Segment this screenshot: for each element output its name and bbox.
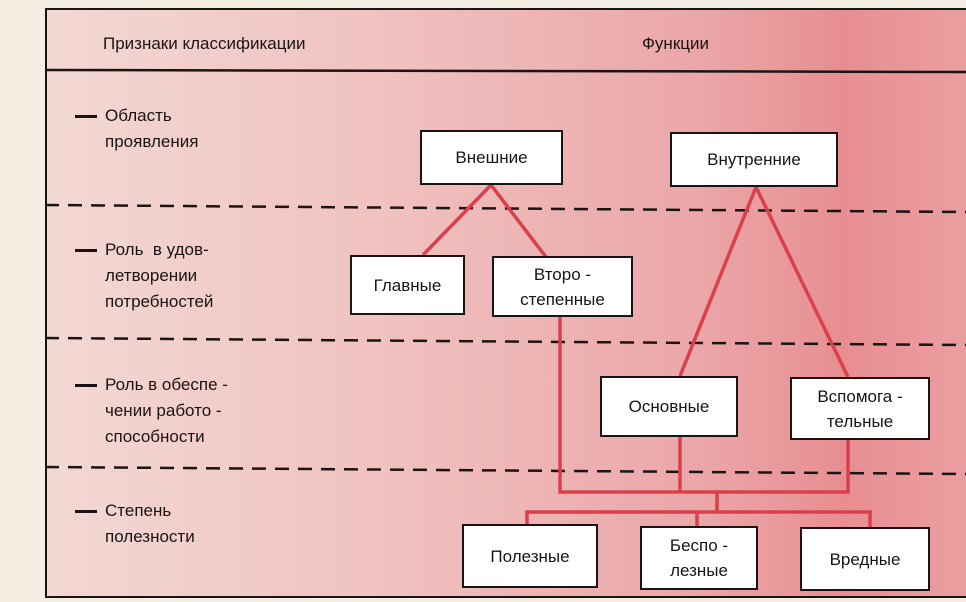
box-basic: Основные <box>600 376 738 437</box>
box-main: Главные <box>350 255 465 315</box>
header-functions: Функции <box>642 34 709 53</box>
box-secondary: Второ - степенные <box>492 256 633 317</box>
dash-icon <box>75 510 97 513</box>
box-useful: Полезные <box>462 524 598 588</box>
box-external: Внешние <box>420 130 563 185</box>
dash-icon <box>75 249 97 252</box>
header-criteria: Признаки классификации <box>103 34 306 53</box>
row-divider <box>44 465 966 476</box>
link <box>489 183 548 259</box>
row-divider <box>44 203 966 214</box>
box-internal: Внутренние <box>670 132 838 187</box>
box-harmful: Вредные <box>800 527 930 591</box>
criterion-needs: Роль в удов- летворении потребностей <box>75 237 213 315</box>
link <box>678 186 758 377</box>
box-useless: Беспо - лезные <box>640 526 758 590</box>
criterion-usefulness: Степень полезности <box>75 498 195 550</box>
link <box>754 186 850 378</box>
criterion-area: Область проявления <box>75 103 198 155</box>
box-auxiliary: Вспомога - тельные <box>790 377 930 440</box>
dash-icon <box>75 384 97 387</box>
link <box>421 183 493 257</box>
criterion-performance: Роль в обеспе - чении работо - способнос… <box>75 372 228 450</box>
row-divider <box>44 336 966 347</box>
link <box>558 317 850 494</box>
header-divider <box>44 68 966 74</box>
dash-icon <box>75 115 97 118</box>
